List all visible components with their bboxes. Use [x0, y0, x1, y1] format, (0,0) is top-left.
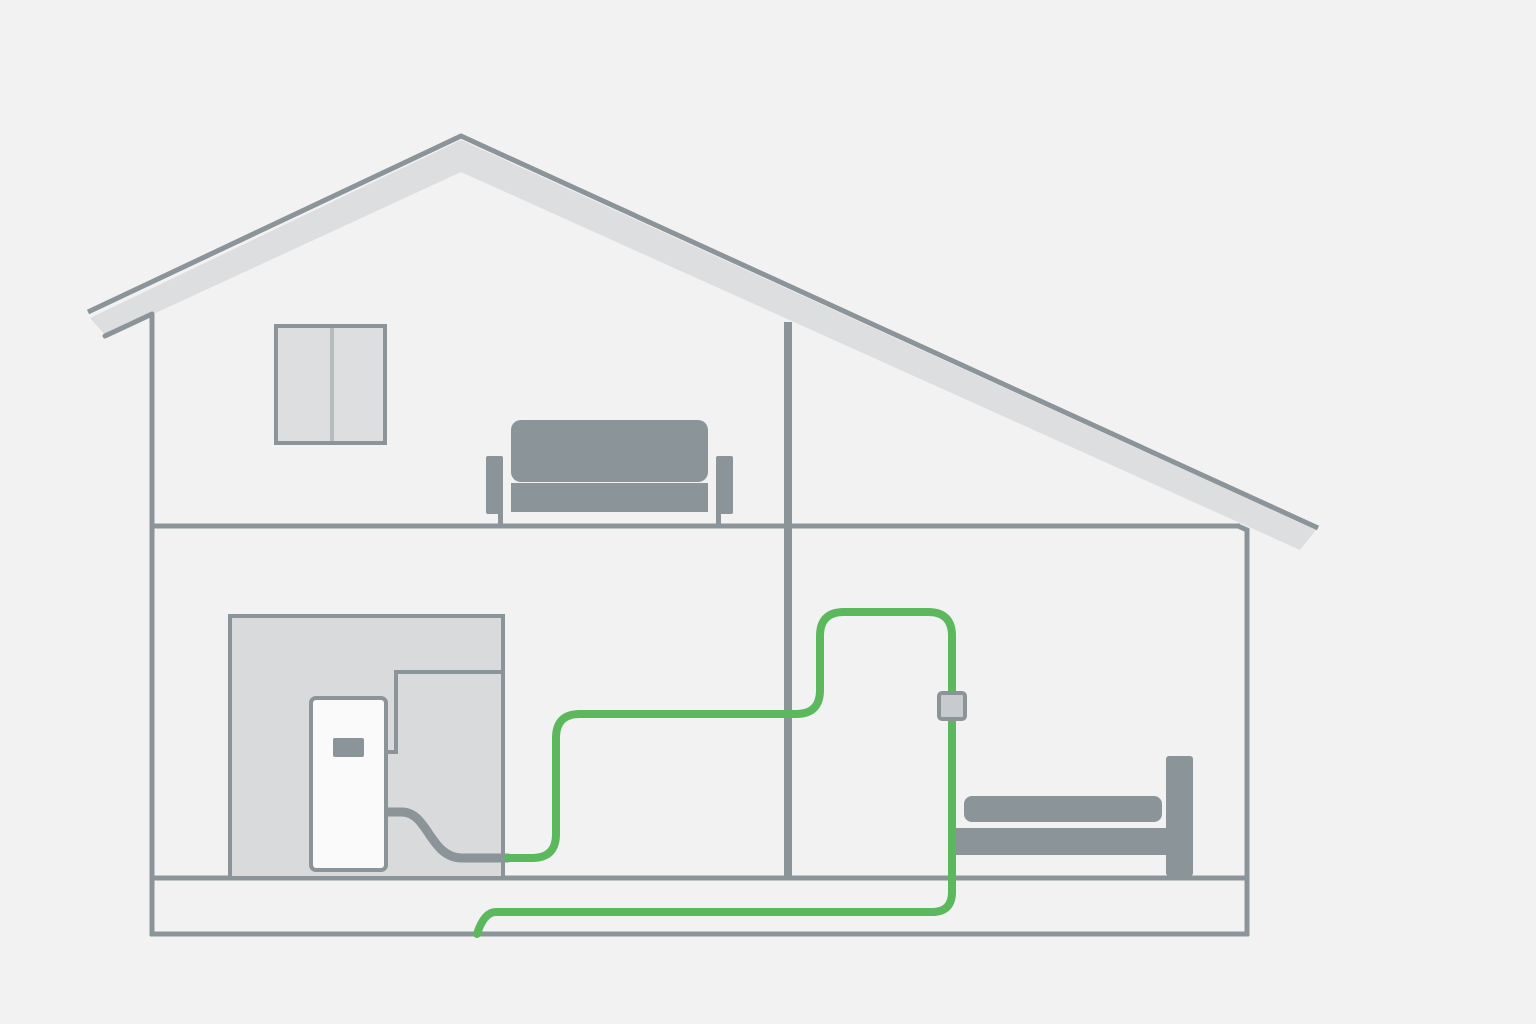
sofa-leg-right: [716, 510, 721, 524]
sofa-back: [511, 420, 708, 482]
sofa-arm-left: [486, 456, 503, 514]
roof: [86, 133, 1320, 550]
right-wall: [1236, 523, 1250, 936]
sofa-seat: [511, 483, 708, 512]
bed: [956, 756, 1193, 876]
heat-pump-body: [309, 696, 388, 872]
sofa-leg-left: [498, 510, 503, 524]
bed-headboard: [1166, 756, 1193, 876]
window: [274, 324, 387, 445]
house-frame: [149, 314, 1250, 937]
sofa-arm-right: [716, 456, 733, 514]
heat-pump-display: [333, 738, 364, 757]
roof-eave-left: [102, 311, 155, 339]
sofa: [486, 420, 733, 524]
bed-mattress: [964, 796, 1162, 822]
roof-outline: [86, 133, 1320, 531]
inline-valve: [937, 691, 967, 721]
heat-pump-unit: [309, 696, 388, 872]
utility-room-duct: [386, 670, 503, 754]
bed-frame: [956, 828, 1182, 855]
appliance-outlet-hose: [381, 807, 513, 863]
green-supply-pipe: [473, 608, 956, 938]
